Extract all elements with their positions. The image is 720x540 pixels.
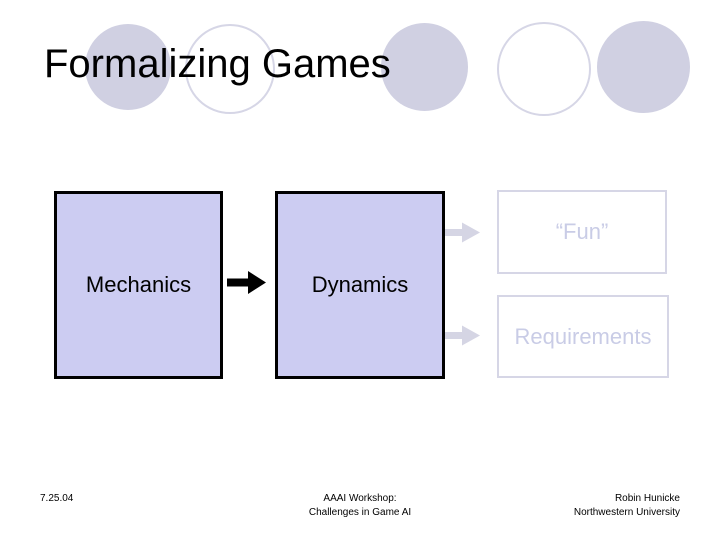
- footer-author: Robin Hunicke Northwestern University: [574, 492, 680, 520]
- dynamics-label: Dynamics: [311, 272, 409, 297]
- mechanics-to-dynamics-arrow-icon: [227, 271, 266, 294]
- decor-circle-outline-2: [497, 22, 591, 116]
- dynamics-to-fun-arrow-icon: [445, 222, 480, 243]
- dynamics-box: Dynamics: [275, 191, 445, 379]
- dynamics-to-requirements-arrow-icon: [445, 325, 480, 346]
- footer-workshop-line2: Challenges in Game AI: [308, 507, 412, 518]
- mechanics-label: Mechanics: [85, 272, 192, 297]
- decor-circle-filled-1: [85, 24, 171, 110]
- page-title: Formalizing Games: [44, 42, 391, 86]
- requirements-box: Requirements: [497, 295, 669, 378]
- decor-circle-filled-3: [597, 21, 690, 113]
- fun-label: “Fun”: [555, 219, 609, 244]
- footer-workshop-line1: AAAI Workshop:: [323, 493, 397, 504]
- decor-circle-outline-1: [185, 24, 275, 114]
- fun-box: “Fun”: [497, 190, 667, 274]
- footer-author-line2: Northwestern University: [573, 507, 680, 518]
- footer-date: 7.25.04: [40, 493, 74, 504]
- decor-circle-filled-2: [381, 23, 468, 111]
- mechanics-box: Mechanics: [54, 191, 223, 379]
- footer-author-line1: Robin Hunicke: [614, 493, 680, 504]
- footer-workshop: AAAI Workshop: Challenges in Game AI: [220, 492, 500, 520]
- requirements-label: Requirements: [514, 323, 652, 349]
